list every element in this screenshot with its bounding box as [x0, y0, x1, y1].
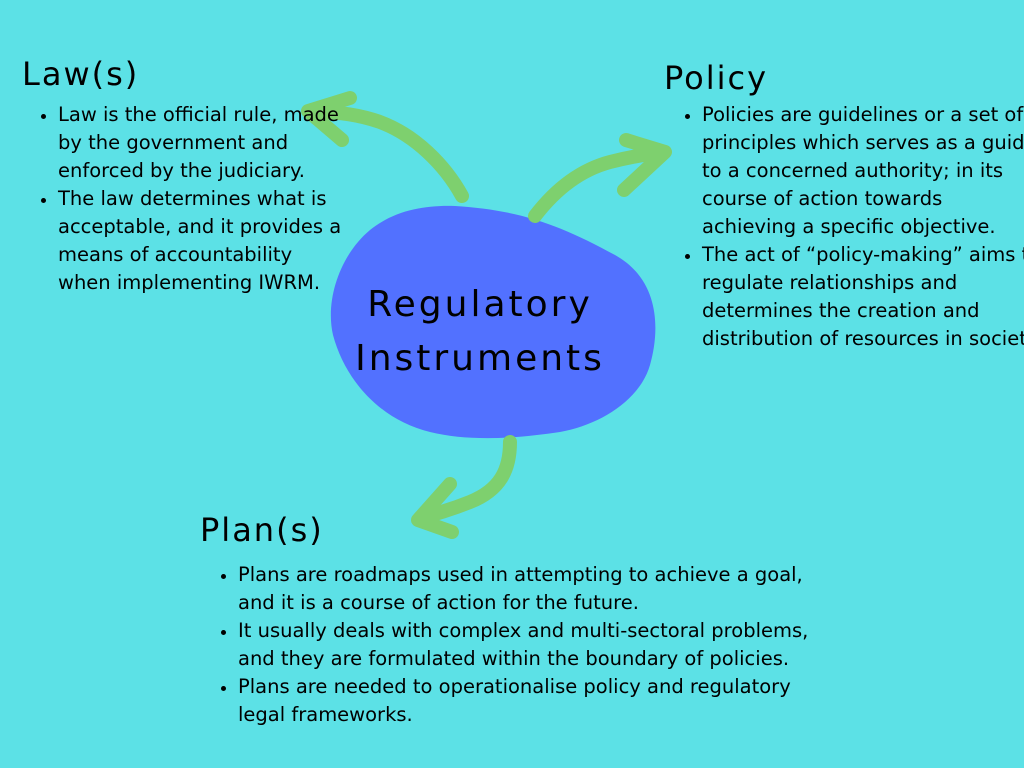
plan-bullet: Plans are needed to operationalise polic… [238, 673, 828, 729]
center-title: Regulatory Instruments [330, 278, 630, 386]
arrow-to-law-icon [301, 91, 469, 203]
center-blob [330, 205, 656, 439]
policy-bullet: The act of “policy-making” aims to regul… [702, 241, 1024, 353]
law-bullet: The law determines what is acceptable, a… [58, 185, 348, 297]
plan-bullet: It usually deals with complex and multi-… [238, 617, 828, 673]
plan-heading: Plan(s) [200, 511, 324, 549]
policy-heading: Policy [664, 59, 769, 97]
plan-bullet: Plans are roadmaps used in attempting to… [238, 561, 828, 617]
law-bullet: Law is the official rule, made by the go… [58, 101, 348, 185]
center-title-line2: Instruments [355, 338, 605, 379]
arrow-to-policy-icon [528, 133, 672, 223]
arrow-to-plan-icon [411, 435, 517, 539]
law-heading: Law(s) [22, 55, 140, 93]
law-bullet-list: Law is the official rule, made by the go… [34, 101, 348, 297]
policy-bullet-list: Policies are guidelines or a set of prin… [678, 101, 1024, 353]
policy-bullet: Policies are guidelines or a set of prin… [702, 101, 1024, 241]
plan-bullet-list: Plans are roadmaps used in attempting to… [214, 561, 828, 729]
center-title-line1: Regulatory [367, 284, 593, 325]
